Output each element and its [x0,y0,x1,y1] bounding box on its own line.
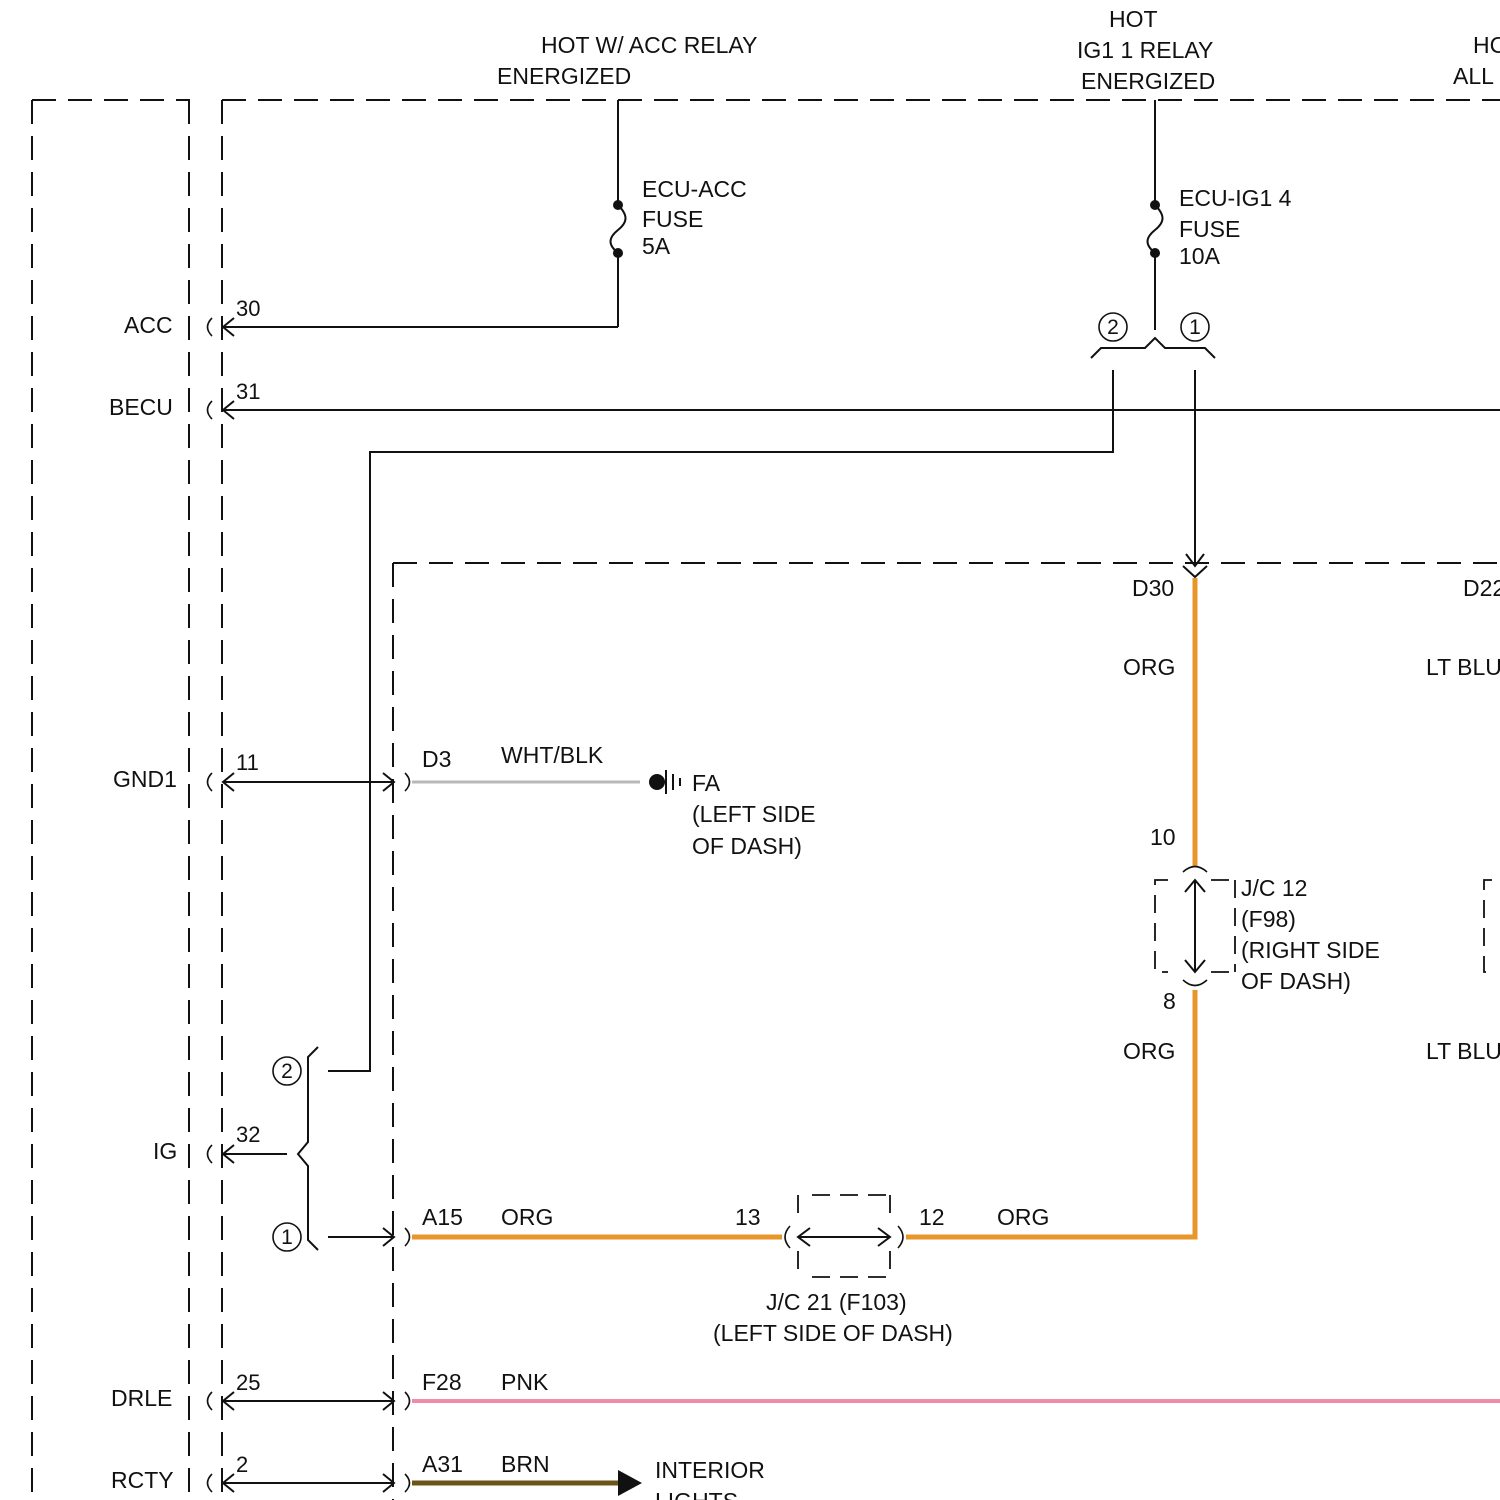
svg-text:2: 2 [236,1452,248,1477]
becu-wire [223,401,1500,419]
svg-text:FUSE: FUSE [1179,216,1240,242]
svg-text:HOT: HOT [1109,6,1158,32]
gnd1-wire [223,770,680,794]
svg-text:J/C 12: J/C 12 [1241,875,1307,901]
wire-color-org-d30: ORG [1123,654,1175,680]
drle-wire [223,1392,1500,1410]
splice-left-pin-2: 2 [273,1057,301,1085]
ecu-acc-circuit [223,100,626,336]
partial-source-label: HC ALL [1453,32,1500,89]
jc21-pin-out: 12 [919,1204,945,1230]
svg-text:1: 1 [281,1226,293,1249]
svg-text:(RIGHT SIDE: (RIGHT SIDE [1241,937,1380,963]
jc21-junction [785,1195,903,1277]
pin-becu: BECU 31 [109,379,260,420]
svg-text:11: 11 [236,750,259,775]
d30-feed-wire [1183,370,1207,577]
jc21-label: J/C 21 (F103) (LEFT SIDE OF DASH) [713,1289,953,1346]
svg-text:2: 2 [281,1060,293,1083]
svg-text:IG1 1 RELAY: IG1 1 RELAY [1077,37,1213,63]
jc12-pin-out: 8 [1163,988,1176,1014]
svg-text:25: 25 [236,1370,260,1395]
svg-text:(LEFT SIDE OF DASH): (LEFT SIDE OF DASH) [713,1320,953,1346]
interior-lights-label: INTERIOR LIGHTS [655,1457,765,1500]
wire-color-lt-blu-lower: LT BLU [1426,1038,1500,1064]
svg-text:ENERGIZED: ENERGIZED [497,63,631,89]
jc12-partial-right [1484,880,1492,972]
splice-top-pin-2: 2 [1099,313,1127,341]
splice-left-pin-1: 1 [273,1223,301,1251]
svg-text:32: 32 [236,1122,260,1147]
conn-d22-partial: D22 [1463,575,1500,601]
conn-d3: D3 [422,746,451,772]
svg-text:(F98): (F98) [1241,906,1296,932]
svg-text:FA: FA [692,770,721,796]
ecu-ig1-fuse-label: ECU-IG1 4 FUSE 10A [1179,185,1292,269]
svg-text:2: 2 [1107,316,1119,339]
jc12-junction [1155,867,1235,986]
wire-color-brn: BRN [501,1451,550,1477]
svg-text:31: 31 [236,379,260,404]
svg-text:IG: IG [153,1138,177,1164]
wire-color-pnk: PNK [501,1369,549,1395]
wire-color-org-jc21: ORG [997,1204,1049,1230]
pin-ig: IG 32 [153,1122,260,1164]
ig-splice [223,1047,318,1250]
ig-feed-wire [328,370,1113,1071]
a15-wire [328,1228,782,1246]
svg-text:ECU-IG1 4: ECU-IG1 4 [1179,185,1292,211]
svg-text:OF DASH): OF DASH) [1241,968,1351,994]
svg-text:GND1: GND1 [113,766,177,792]
svg-text:RCTY: RCTY [111,1467,174,1493]
conn-d30: D30 [1132,575,1174,601]
wire-color-org-jc12: ORG [1123,1038,1175,1064]
svg-text:DRLE: DRLE [111,1385,172,1411]
conn-f28: F28 [422,1369,462,1395]
svg-text:10A: 10A [1179,243,1221,269]
jc21-pin-in: 13 [735,1204,761,1230]
wire-color-org-a15: ORG [501,1204,553,1230]
conn-a15: A15 [422,1204,463,1230]
svg-text:BECU: BECU [109,394,173,420]
jc12-label: J/C 12 (F98) (RIGHT SIDE OF DASH) [1241,875,1380,994]
wire-color-wht-blk: WHT/BLK [501,742,604,768]
jc12-pin-in: 10 [1150,824,1176,850]
svg-text:J/C 21 (F103): J/C 21 (F103) [766,1289,907,1315]
svg-text:(LEFT SIDE: (LEFT SIDE [692,801,816,827]
org-wire-jc12-to-jc21 [906,990,1195,1237]
svg-text:ECU-ACC: ECU-ACC [642,176,747,202]
svg-text:OF DASH): OF DASH) [692,833,802,859]
acc-relay-label: HOT W/ ACC RELAY ENERGIZED [497,32,757,89]
splice-top-pin-1: 1 [1181,313,1209,341]
svg-text:LIGHTS: LIGHTS [655,1488,738,1500]
svg-text:ENERGIZED: ENERGIZED [1081,68,1215,94]
svg-text:30: 30 [236,296,260,321]
svg-text:INTERIOR: INTERIOR [655,1457,765,1483]
pin-acc: ACC 30 [124,296,260,338]
svg-text:FUSE: FUSE [642,206,703,232]
svg-text:ACC: ACC [124,312,173,338]
ecu-acc-fuse-label: ECU-ACC FUSE 5A [642,176,747,259]
svg-text:HOT W/ ACC RELAY: HOT W/ ACC RELAY [541,32,757,58]
wire-color-lt-blu-upper: LT BLU [1426,654,1500,680]
svg-text:5A: 5A [642,233,671,259]
svg-text:HC: HC [1473,32,1500,58]
ground-fa-label: FA (LEFT SIDE OF DASH) [692,770,816,859]
pin-gnd1: GND1 11 [113,750,259,792]
conn-a31: A31 [422,1451,463,1477]
pin-drle: DRLE 25 [111,1370,260,1411]
svg-text:1: 1 [1189,316,1201,339]
svg-text:ALL: ALL [1453,63,1494,89]
ig1-relay-label: HOT IG1 1 RELAY ENERGIZED [1077,6,1215,94]
